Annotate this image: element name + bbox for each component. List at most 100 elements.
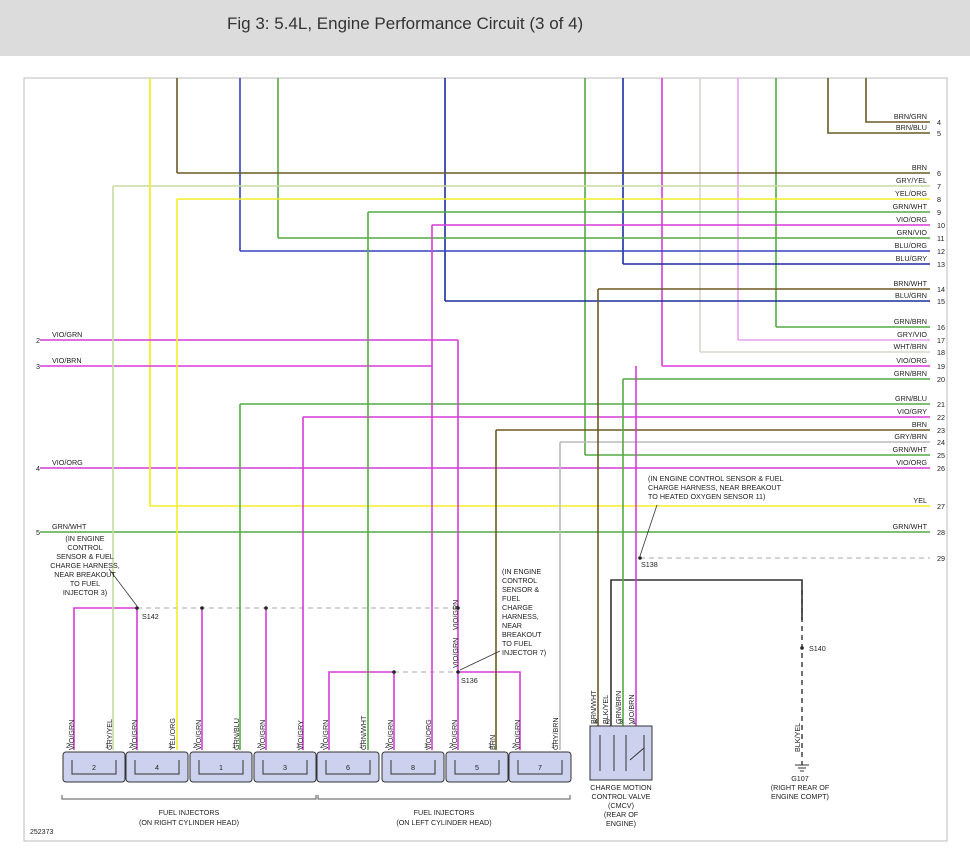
right-pin-number: 12 bbox=[937, 247, 945, 256]
note-s136: TO FUEL bbox=[502, 639, 532, 648]
figure-header: Fig 3: 5.4L, Engine Performance Circuit … bbox=[0, 0, 970, 56]
fuel-injector-5: 5 bbox=[445, 751, 509, 783]
ground-wire-label: BLK/YEL bbox=[793, 723, 802, 752]
injector-coil bbox=[325, 760, 371, 775]
caption-cmcv: (REAR OF bbox=[604, 810, 639, 819]
injector-pin: 2 bbox=[449, 741, 453, 750]
note-leader bbox=[459, 650, 501, 671]
injector-wire-label: VIO/GRN bbox=[194, 720, 203, 750]
injector-number: 5 bbox=[475, 763, 479, 772]
injector-wire-label: VIO/GRN bbox=[67, 720, 76, 750]
bracket-right-head bbox=[61, 795, 317, 800]
splice-wire-label: VIO/GRN bbox=[451, 600, 460, 630]
caption-cmcv: ENGINE) bbox=[606, 819, 636, 828]
left-wire-label: GRN/WHT bbox=[52, 522, 87, 531]
injector-pin: 2 bbox=[66, 741, 70, 750]
note-s136: NEAR bbox=[502, 621, 522, 630]
right-pin-number: 26 bbox=[937, 464, 945, 473]
right-wire-label: GRN/WHT bbox=[893, 202, 928, 211]
figure-id: 252373 bbox=[30, 829, 53, 836]
right-wire-label: GRY/YEL bbox=[896, 176, 927, 185]
right-pin-number: 27 bbox=[937, 502, 945, 511]
note-s142: TO FUEL bbox=[70, 579, 100, 588]
right-wire-label: GRN/WHT bbox=[893, 445, 928, 454]
right-pin-number: 4 bbox=[937, 118, 941, 127]
injector-wire-label: GRY/YEL bbox=[105, 719, 114, 750]
injector-wire-label: GRN/BLU bbox=[232, 718, 241, 750]
right-wire-label: WHT/BRN bbox=[893, 342, 927, 351]
injector-wire-label: GRN/WHT bbox=[359, 715, 368, 750]
right-wire-label: BRN/GRN bbox=[894, 112, 927, 121]
injector-number: 1 bbox=[219, 763, 223, 772]
right-pin-number: 25 bbox=[937, 451, 945, 460]
injector-wire-label: VIO/GRN bbox=[130, 720, 139, 750]
injector-wire-label: VIO/ORG bbox=[424, 719, 433, 750]
cmcv-pin: 4 bbox=[594, 717, 598, 726]
injector-coil bbox=[198, 760, 244, 775]
injector-wire-label: BRN bbox=[488, 735, 497, 750]
injector-coil bbox=[390, 760, 436, 775]
left-pin-number: 2 bbox=[36, 336, 40, 345]
wire-vio-grn-inj6 bbox=[328, 671, 394, 750]
cmcv-wire-label: BLK/YEL bbox=[601, 695, 610, 724]
figure-title: Fig 3: 5.4L, Engine Performance Circuit … bbox=[227, 14, 584, 33]
right-pin-number: 29 bbox=[937, 554, 945, 563]
caption-ground: G107 bbox=[791, 774, 809, 783]
caption-ground: (RIGHT REAR OF bbox=[771, 783, 830, 792]
splice-dot-s138 bbox=[638, 556, 642, 560]
injector-pin: 2 bbox=[320, 741, 324, 750]
cmcv-body bbox=[589, 725, 653, 781]
injector-wire-label: VIO/GRN bbox=[450, 720, 459, 750]
injector-wire-label: GRY/BRN bbox=[551, 717, 560, 750]
right-wire-label: BLU/GRN bbox=[895, 291, 927, 300]
caption-ground: ENGINE COMPT) bbox=[771, 792, 829, 801]
note-s142: INJECTOR 3) bbox=[63, 588, 107, 597]
right-wire-label: YEL/ORG bbox=[895, 189, 927, 198]
injector-wire-label: VIO/GRN bbox=[258, 720, 267, 750]
fuel-injector-8: 8 bbox=[381, 751, 445, 783]
injector-pin: 1 bbox=[424, 741, 428, 750]
note-s138: CHARGE HARNESS, NEAR BREAKOUT bbox=[648, 483, 782, 492]
injector-number: 7 bbox=[538, 763, 542, 772]
caption-right-injectors: FUEL INJECTORS bbox=[159, 808, 220, 817]
fuel-injector-3: 3 bbox=[253, 751, 317, 783]
fuel-injector-1: 1 bbox=[189, 751, 253, 783]
ground-icon bbox=[795, 764, 809, 772]
fuel-injector-4: 4 bbox=[125, 751, 189, 783]
wire-brn-grn bbox=[865, 78, 930, 123]
cmcv-pin: 3 bbox=[619, 717, 623, 726]
note-leader bbox=[639, 504, 658, 557]
right-wire-label: GRY/BRN bbox=[894, 432, 927, 441]
injector-pin: 1 bbox=[296, 741, 300, 750]
injector-coil bbox=[134, 760, 180, 775]
injector-coil bbox=[517, 760, 563, 775]
cmcv-wire-label: GRN/BRN bbox=[614, 691, 623, 724]
right-wire-label: BRN bbox=[912, 420, 927, 429]
injector-wire-label: VIO/GRY bbox=[296, 720, 305, 750]
note-s136: (IN ENGINE bbox=[502, 567, 541, 576]
caption-left-injectors: (ON LEFT CYLINDER HEAD) bbox=[396, 818, 491, 827]
cmcv-coils bbox=[599, 735, 645, 771]
right-wire-label: BRN/BLU bbox=[896, 123, 927, 132]
wire-vio-grn-inj7 bbox=[458, 671, 521, 750]
note-s136: HARNESS, bbox=[502, 612, 539, 621]
injector-number: 2 bbox=[92, 763, 96, 772]
injector-pin: 2 bbox=[385, 741, 389, 750]
injector-number: 4 bbox=[155, 763, 159, 772]
fuel-injector-6: 6 bbox=[316, 751, 380, 783]
splice-dot-s142 bbox=[135, 606, 139, 610]
right-wire-label: VIO/ORG bbox=[896, 356, 927, 365]
right-pin-number: 20 bbox=[937, 375, 945, 384]
right-wire-label: GRN/BRN bbox=[894, 369, 927, 378]
injector-wire-label: VIO/GRN bbox=[386, 720, 395, 750]
right-wire-label: GRN/VIO bbox=[897, 228, 928, 237]
note-s138: TO HEATED OXYGEN SENSOR 11) bbox=[648, 492, 765, 501]
caption-cmcv: CONTROL VALVE bbox=[592, 792, 651, 801]
caption-left-injectors: FUEL INJECTORS bbox=[414, 808, 475, 817]
note-s142: NEAR BREAKOUT bbox=[54, 570, 116, 579]
fuel-injector-2: 2 bbox=[62, 751, 126, 783]
injector-pin: 2 bbox=[193, 741, 197, 750]
right-pin-number: 16 bbox=[937, 323, 945, 332]
injector-number: 6 bbox=[346, 763, 350, 772]
